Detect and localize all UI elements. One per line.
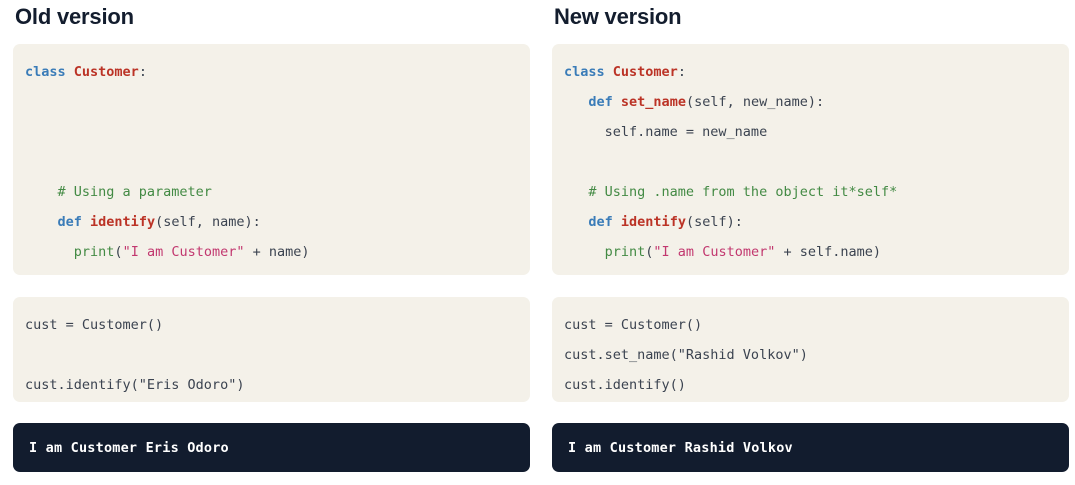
code-line — [564, 147, 1055, 177]
code-token: ( — [114, 244, 123, 260]
code-token: print — [604, 244, 646, 260]
code-token: identify — [620, 214, 686, 230]
code-token: class — [25, 64, 66, 80]
code-token: cust = Customer() — [564, 317, 703, 333]
code-token — [25, 244, 74, 260]
code-line: cust.identify() — [564, 370, 1055, 400]
code-token: self.name = new_name — [564, 124, 768, 140]
code-token: (self, new_name): — [685, 94, 825, 110]
console-output-text-new: I am Customer Rashid Volkov — [568, 439, 793, 456]
code-line: class Customer: — [25, 57, 516, 87]
code-token: cust.set_name("Rashid Volkov") — [564, 347, 808, 363]
usage-code-block-new: cust = Customer() cust.set_name("Rashid V… — [552, 297, 1069, 402]
old-version-column: Old version class Customer: # Using a pa… — [13, 0, 530, 485]
code-token: set_name — [620, 94, 686, 110]
code-token — [82, 214, 90, 230]
code-token: ( — [645, 244, 654, 260]
code-token: (self, name): — [155, 214, 261, 230]
code-line: # Using a parameter — [25, 177, 516, 207]
code-line: print("I am Customer" + name) — [25, 237, 516, 267]
code-token: Customer — [612, 64, 678, 80]
code-line: cust.identify("Eris Odoro") — [25, 370, 516, 400]
code-line: class Customer: — [564, 57, 1055, 87]
code-line: def set_name(self, new_name): — [564, 87, 1055, 117]
code-token: (self): — [685, 214, 743, 230]
code-token: def — [57, 214, 82, 230]
code-line: cust.set_name("Rashid Volkov") — [564, 340, 1055, 370]
code-line: def identify(self): — [564, 207, 1055, 237]
console-output-old: I am Customer Eris Odoro — [13, 423, 530, 472]
console-output-new: I am Customer Rashid Volkov — [552, 423, 1069, 472]
code-line — [25, 117, 516, 147]
code-line — [25, 340, 516, 370]
code-line — [25, 87, 516, 117]
code-token — [564, 94, 588, 110]
code-line — [25, 147, 516, 177]
code-token — [613, 94, 621, 110]
code-line: # Using .name from the object it*self* — [564, 177, 1055, 207]
code-token: # Using a parameter — [25, 184, 212, 200]
code-token: + self.name) — [775, 244, 882, 260]
code-token — [564, 244, 605, 260]
code-token: + name) — [244, 244, 310, 260]
code-token: identify — [90, 214, 156, 230]
new-version-column: New version class Customer: def set_name… — [552, 0, 1069, 485]
code-token: cust = Customer() — [25, 317, 164, 333]
code-token — [564, 214, 588, 230]
page-title-old: Old version — [15, 4, 134, 29]
code-token: "I am Customer" — [122, 244, 245, 260]
code-token: : — [138, 64, 147, 80]
code-line: print("I am Customer" + self.name) — [564, 237, 1055, 267]
code-line: self.name = new_name — [564, 117, 1055, 147]
code-token: : — [677, 64, 686, 80]
class-code-block-new: class Customer: def set_name(self, new_n… — [552, 44, 1069, 275]
code-token — [25, 214, 58, 230]
console-output-text-old: I am Customer Eris Odoro — [29, 439, 229, 456]
code-token — [66, 64, 74, 80]
code-token: # Using .name from the object it*self* — [564, 184, 898, 200]
class-code-block-old: class Customer: # Using a parameter def … — [13, 44, 530, 275]
code-line: cust = Customer() — [564, 310, 1055, 340]
page-title-new: New version — [554, 4, 682, 29]
code-token: def — [588, 94, 613, 110]
usage-code-block-old: cust = Customer() cust.identify("Eris Od… — [13, 297, 530, 402]
code-line: cust = Customer() — [25, 310, 516, 340]
code-token — [605, 64, 613, 80]
code-token: cust.identify() — [564, 377, 686, 393]
code-token: Customer — [73, 64, 139, 80]
code-line: def identify(self, name): — [25, 207, 516, 237]
code-token: "I am Customer" — [653, 244, 776, 260]
code-token — [613, 214, 621, 230]
code-token: def — [588, 214, 613, 230]
code-token: cust.identify("Eris Odoro") — [25, 377, 245, 393]
code-token: class — [564, 64, 605, 80]
code-token: print — [73, 244, 115, 260]
